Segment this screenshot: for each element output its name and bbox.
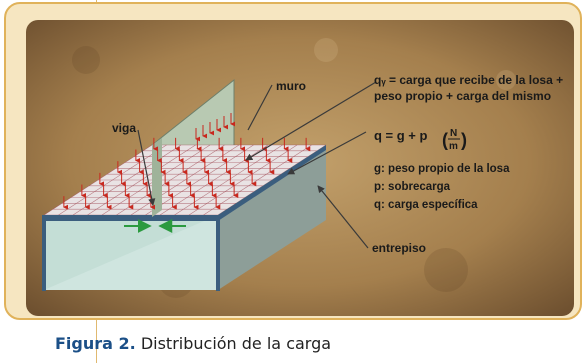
formula-q: q = g + p bbox=[374, 128, 428, 143]
leader-q bbox=[287, 131, 367, 175]
label-viga: viga bbox=[112, 121, 136, 135]
leader-qy bbox=[245, 81, 377, 161]
slab-side-face bbox=[218, 145, 326, 290]
caption-lead: Figura 2. bbox=[55, 334, 136, 353]
load-distribution-diagram: muro viga entrepiso qᵧ = carga que recib… bbox=[26, 20, 574, 316]
legend-g: g: peso propio de la losa bbox=[374, 163, 510, 175]
grid-line-depth bbox=[203, 144, 312, 216]
figure-frame: muro viga entrepiso qᵧ = carga que recib… bbox=[4, 2, 582, 320]
wall-thickness bbox=[152, 138, 162, 217]
figure-caption: Figura 2. Distribución de la carga bbox=[55, 334, 331, 353]
slab-front-shade bbox=[44, 215, 218, 290]
label-entrepiso: entrepiso bbox=[372, 241, 426, 255]
slab-edge-beam bbox=[44, 215, 218, 221]
unit-denominator: m bbox=[449, 141, 458, 152]
caption-text: Distribución de la carga bbox=[135, 334, 332, 353]
legend-q: q: carga específica bbox=[374, 199, 478, 211]
paren-close: ) bbox=[461, 130, 467, 150]
leader-entrepiso bbox=[317, 185, 369, 249]
formula-qy-line2: peso propio + carga del mismo bbox=[374, 89, 551, 103]
slab-right-edge bbox=[216, 215, 220, 291]
formula-unit-fraction: ( N m ) bbox=[442, 128, 467, 152]
figure-illustration: muro viga entrepiso qᵧ = carga que recib… bbox=[26, 20, 574, 316]
slab-side-edge bbox=[218, 145, 326, 221]
label-muro: muro bbox=[276, 79, 306, 93]
legend-p: p: sobrecarga bbox=[374, 181, 451, 193]
paren-open: ( bbox=[442, 130, 448, 150]
leader-muro bbox=[247, 84, 273, 131]
unit-numerator: N bbox=[450, 128, 457, 139]
formula-qy-line1: qᵧ = carga que recibe de la losa + bbox=[374, 73, 563, 87]
leader-viga bbox=[137, 129, 156, 206]
slab-left-edge bbox=[42, 215, 46, 291]
